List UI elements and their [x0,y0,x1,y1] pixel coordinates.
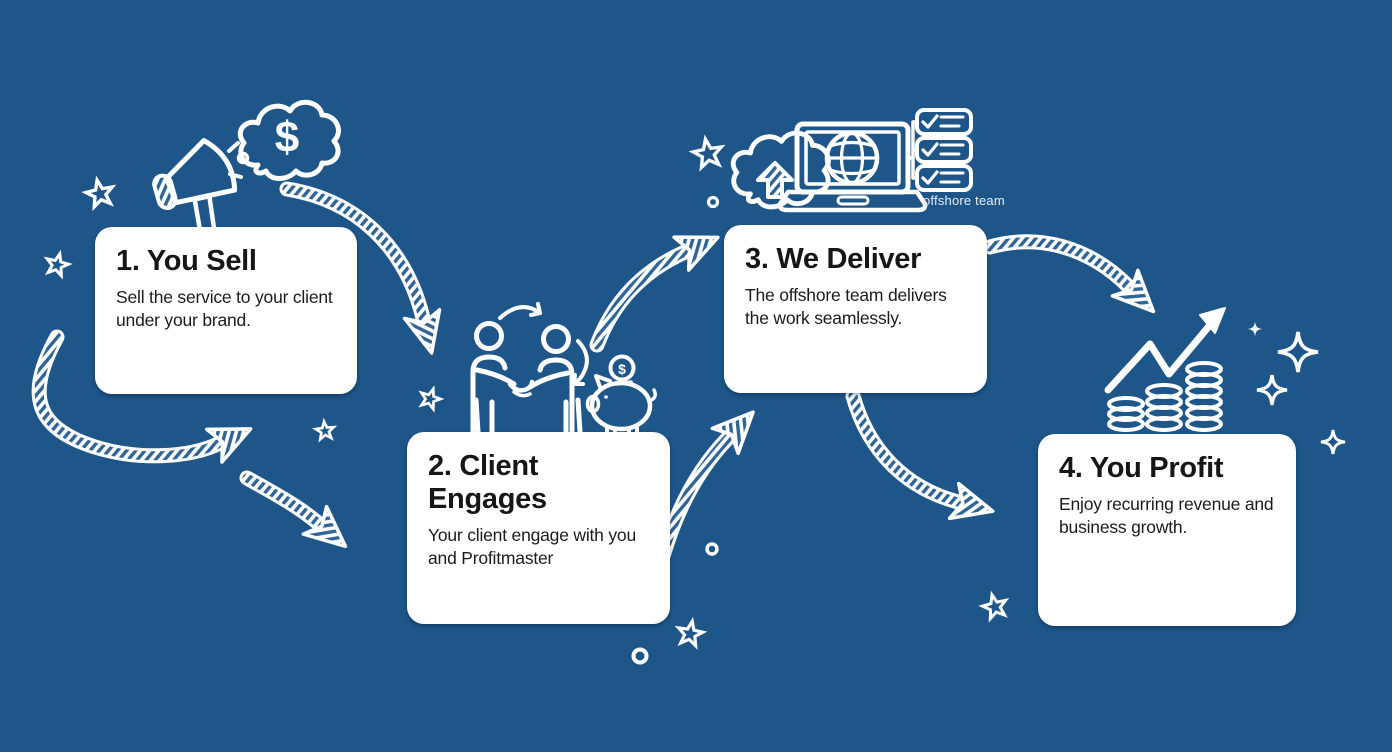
step-1-description: Sell the service to your client under yo… [116,287,333,331]
megaphone-icon [152,138,238,239]
arrow-handshake-to-step3 [589,252,685,353]
step-4-description: Enjoy recurring revenue and business gro… [1059,494,1274,538]
step-2-title: 2. Client Engages [428,450,547,516]
arrow-step1-to-step2 [279,181,423,318]
star-icon [689,135,726,171]
arrow-step3-to-profit [982,234,1128,286]
piggy-bank-icon [585,374,657,437]
step-card-2: 2. Client Engages Your client engage wit… [407,432,670,624]
dollar-coin-icon: $ [608,354,636,382]
star-icon [42,249,72,279]
coin-stack-tall [1185,361,1223,432]
laptop-globe-icon [777,121,928,213]
arrow-loop-left [31,329,218,456]
star-icon [674,617,706,649]
arrow-left-to-step2 [239,470,318,523]
step-3-title: 3. We Deliver [745,243,922,275]
star-icon [82,175,118,210]
bubble-dollar-text: $ [275,113,299,162]
sparkle-icon [1255,373,1289,407]
checklist-item [915,164,973,192]
checklist-item [915,136,973,164]
arrow-step2-to-step3 [655,438,728,564]
growth-arrow-icon [1104,307,1226,394]
dot-icon [705,542,719,556]
checklist-item [915,108,973,136]
step-3-description: The offshore team delivers the work seam… [745,285,947,329]
coin-stack-icon [1107,361,1223,432]
step-card-3: 3. We Deliver The offshore team delivers… [724,225,987,393]
star-icon [978,590,1011,622]
step-4-title: 4. You Profit [1059,452,1224,484]
star-icon [313,419,337,441]
step-1-title: 1. You Sell [116,245,257,277]
globe-icon [824,130,880,186]
sparkle-icon [1247,321,1263,337]
sparkle-icon [1319,428,1347,456]
coin-stack-small [1107,396,1145,432]
handshake-icon [470,302,589,435]
dot-icon [631,647,649,665]
coin-stack-medium [1145,383,1183,432]
checklist-icon [906,108,973,192]
star-icon [416,384,445,412]
sparkle-icon [1276,330,1320,374]
dollar-thought-bubble-icon: $ [237,99,341,181]
arrow-step3-to-step4 [845,388,958,502]
step-card-4: 4. You Profit Enjoy recurring revenue an… [1038,434,1296,626]
dot-icon [706,195,720,209]
step-2-description: Your client engage with you and Profitma… [428,525,636,569]
coin-dollar-text: $ [618,361,626,377]
cloud-upload-icon [730,130,831,210]
step-card-1: 1. You Sell Sell the service to your cli… [95,227,357,394]
offshore-team-label: offshore team [923,193,1005,208]
